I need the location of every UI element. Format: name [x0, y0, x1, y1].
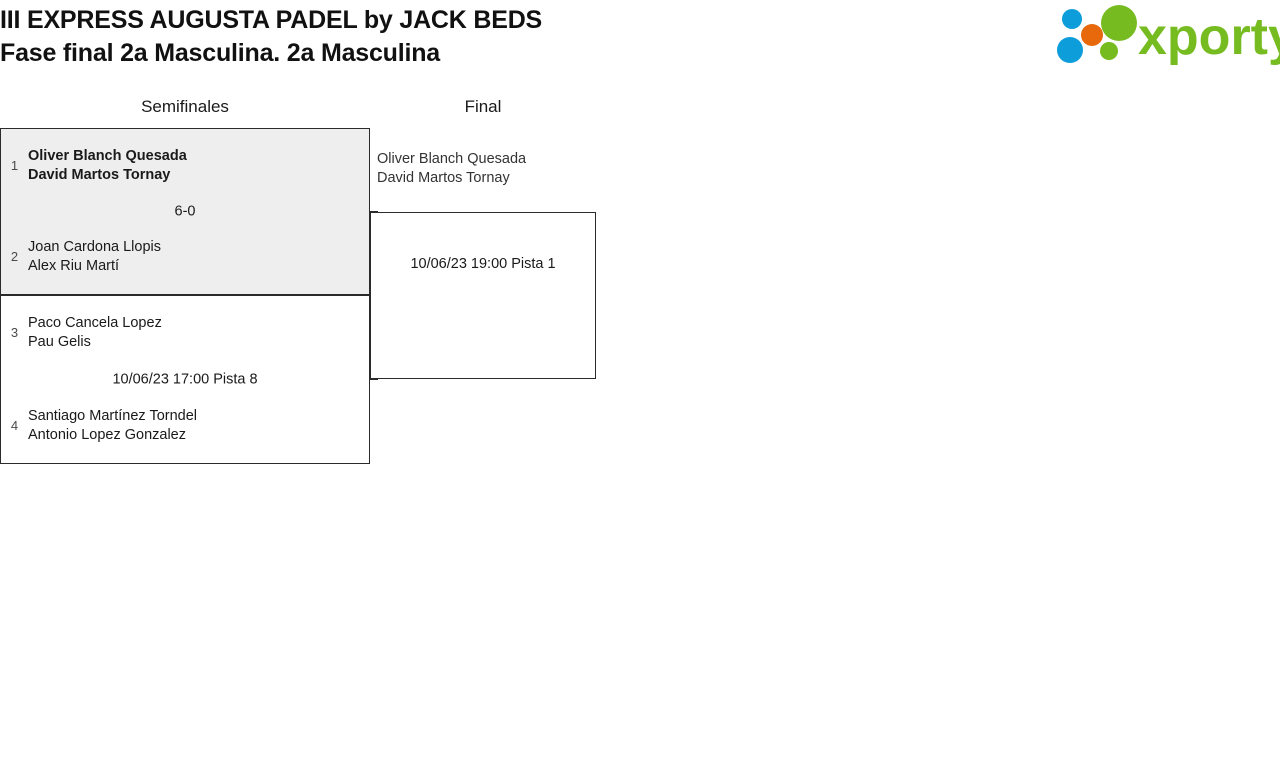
- seed-number: 4: [10, 418, 19, 433]
- tournament-subtitle: Fase final 2a Masculina. 2a Masculina: [0, 39, 441, 67]
- seed-number: 1: [10, 158, 19, 173]
- player-name-1: Paco Cancela Lopez: [28, 315, 162, 331]
- team-players: Santiago Martínez Torndel Antonio Lopez …: [28, 407, 197, 445]
- seed-number: 2: [10, 249, 19, 264]
- final-advancing-team: Oliver Blanch Quesada David Martos Torna…: [377, 150, 526, 188]
- tournament-title: III EXPRESS AUGUSTA PADEL by JACK BEDS: [0, 6, 543, 34]
- match-team-top[interactable]: 3 Paco Cancela Lopez Pau Gelis: [1, 313, 369, 353]
- player-name-2: David Martos Tornay: [28, 167, 171, 183]
- player-name-2: Antonio Lopez Gonzalez: [28, 427, 186, 443]
- xporty-logo[interactable]: xporty: [1048, 2, 1280, 72]
- player-name-2: Pau Gelis: [28, 334, 91, 350]
- player-name-1: Oliver Blanch Quesada: [28, 148, 187, 164]
- match-team-bottom[interactable]: 2 Joan Cardona Llopis Alex Riu Martí: [1, 237, 369, 277]
- connector-semifinal-1: [370, 211, 378, 212]
- logo-dot-blue-bottom: [1057, 37, 1083, 63]
- player-name-2: David Martos Tornay: [377, 170, 510, 186]
- connector-semifinal-2: [370, 379, 378, 380]
- match-schedule: 10/06/23 19:00 Pista 1: [410, 256, 556, 272]
- player-name-1: Santiago Martínez Torndel: [28, 408, 198, 424]
- match-score: 6-0: [174, 203, 196, 219]
- player-name-2: Alex Riu Martí: [28, 258, 120, 274]
- page-header: III EXPRESS AUGUSTA PADEL by JACK BEDS F…: [0, 0, 1040, 70]
- match-semifinal-1[interactable]: 1 Oliver Blanch Quesada David Martos Tor…: [0, 128, 370, 295]
- match-team-bottom[interactable]: 4 Santiago Martínez Torndel Antonio Lope…: [1, 406, 369, 446]
- match-final[interactable]: 10/06/23 19:00 Pista 1: [370, 212, 596, 379]
- match-schedule: 10/06/23 17:00 Pista 8: [112, 371, 258, 387]
- player-name-1: Oliver Blanch Quesada: [377, 151, 527, 167]
- team-players: Joan Cardona Llopis Alex Riu Martí: [28, 238, 161, 276]
- round-header-final: Final: [464, 97, 502, 116]
- team-players: Oliver Blanch Quesada David Martos Torna…: [28, 147, 187, 185]
- logo-dot-blue-top: [1062, 9, 1082, 29]
- match-team-top[interactable]: 1 Oliver Blanch Quesada David Martos Tor…: [1, 146, 369, 186]
- logo-wordmark: xporty: [1138, 8, 1280, 66]
- logo-dot-green-small: [1100, 42, 1118, 60]
- team-players: Paco Cancela Lopez Pau Gelis: [28, 314, 162, 352]
- player-name-1: Joan Cardona Llopis: [28, 239, 162, 255]
- xporty-logo-svg: xporty: [1057, 5, 1280, 66]
- logo-dot-orange: [1081, 24, 1103, 46]
- match-semifinal-2[interactable]: 3 Paco Cancela Lopez Pau Gelis 10/06/23 …: [0, 295, 370, 464]
- round-header-semifinales: Semifinales: [141, 97, 229, 116]
- seed-number: 3: [10, 325, 19, 340]
- logo-dot-green-large: [1101, 5, 1137, 41]
